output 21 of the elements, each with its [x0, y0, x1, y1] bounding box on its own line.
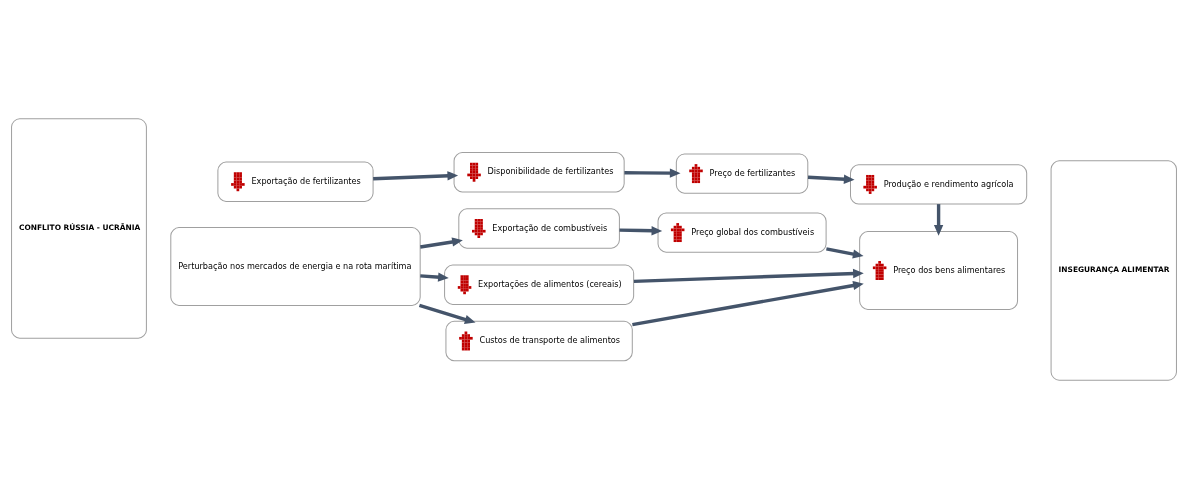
- arrow: [632, 280, 864, 326]
- arrow: [420, 272, 449, 282]
- arrow: [826, 246, 864, 259]
- arrow: [633, 268, 864, 283]
- arrow: [619, 225, 663, 235]
- node-box: Disponibilidade de fertilizantes: [453, 151, 625, 192]
- arrow: [420, 236, 463, 249]
- arrow: [373, 170, 459, 180]
- node-box: Produção e rendimento agrícola: [850, 163, 1028, 205]
- node-box: Perturbação nos mercados de energia e na rota marítima: [170, 226, 421, 306]
- node-box: Custos de transporte de alimentos: [445, 320, 633, 361]
- node-box: Preço dos bens alimentares: [859, 230, 1019, 310]
- arrow: [624, 167, 681, 178]
- node-box: Exportação de combustíveis: [458, 207, 620, 249]
- arrow: [807, 174, 855, 184]
- node-box: Preço de fertilizantes: [675, 152, 809, 194]
- node-box: Exportações de alimentos (cereais): [444, 264, 635, 305]
- node-box: Exportação de fertilizantes: [217, 161, 374, 202]
- node-box: Preço global dos combustíveis: [657, 211, 827, 253]
- arrow: [418, 303, 476, 324]
- arrow: [933, 203, 944, 236]
